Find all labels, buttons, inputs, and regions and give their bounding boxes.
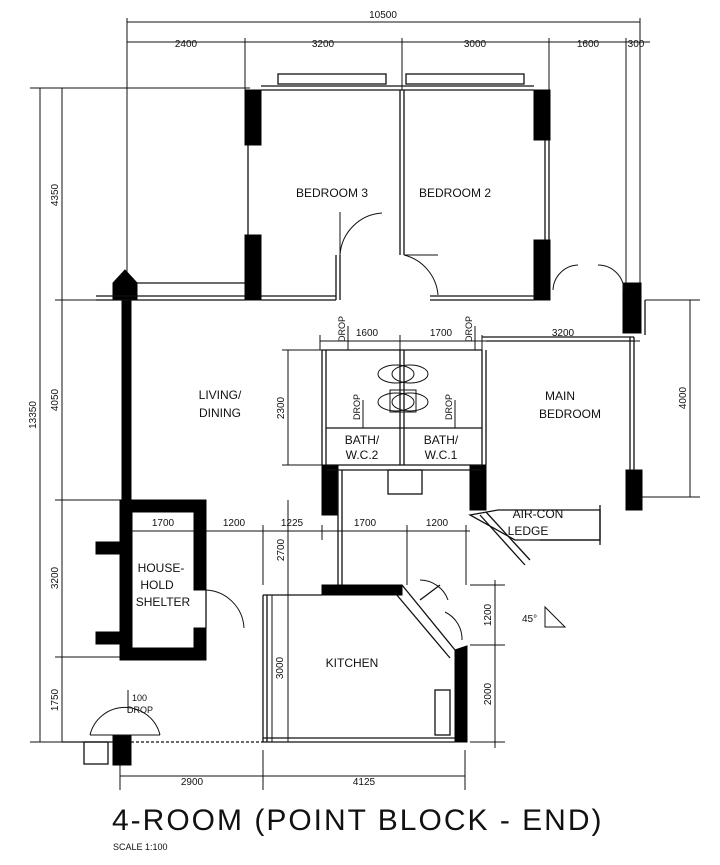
dim-mid-row-5: 1200 — [426, 518, 449, 529]
dim-mid-top-1: 1600 — [356, 328, 379, 339]
angle-label: 45° — [522, 614, 537, 625]
plan-title: 4-ROOM (POINT BLOCK - END) — [112, 804, 603, 837]
drop-label: DROP — [352, 394, 362, 420]
dim-left-4: 1750 — [50, 688, 61, 711]
dim-inner-3: 3000 — [275, 656, 286, 679]
dim-mid-row-1: 1700 — [152, 518, 175, 529]
room-shelter-line2: HOLD — [140, 578, 174, 592]
dim-top-1: 2400 — [175, 39, 198, 50]
drop-value: 100 — [132, 693, 147, 703]
dim-mid-top-2: 1700 — [430, 328, 453, 339]
dim-right-1: 4000 — [678, 386, 689, 409]
dim-left-overall: 13350 — [28, 401, 39, 429]
angle-mark — [544, 605, 567, 628]
room-bath-1-line2: W.C.1 — [425, 448, 458, 462]
dim-mid-row-2: 1200 — [223, 518, 246, 529]
room-bedroom-3: BEDROOM 3 — [296, 186, 368, 200]
dim-top-4: 1600 — [577, 39, 600, 50]
dim-mid-top-3: 3200 — [552, 328, 575, 339]
room-main-bedroom-line2: BEDROOM — [539, 407, 601, 421]
dim-bottom-1: 2900 — [181, 777, 204, 788]
dim-top-3: 3000 — [464, 39, 487, 50]
dimension-lines — [30, 18, 700, 790]
room-living-dining-line1: LIVING/ — [199, 388, 242, 402]
room-bedroom-2: BEDROOM 2 — [419, 186, 491, 200]
dim-bottom-2: 4125 — [353, 777, 376, 788]
room-aircon-ledge-line2: LEDGE — [508, 524, 549, 538]
dim-left-3: 3200 — [50, 566, 61, 589]
dim-mid-row-3: 1225 — [281, 518, 304, 529]
room-shelter-line1: HOUSE- — [138, 561, 185, 575]
drop-label: DROP — [127, 705, 153, 715]
room-main-bedroom-line1: MAIN — [545, 389, 575, 403]
drop-label: DROP — [444, 394, 454, 420]
dim-inner-1: 2300 — [276, 396, 287, 419]
room-bath-2-line1: BATH/ — [345, 433, 380, 447]
bath-fixtures — [377, 364, 429, 413]
dim-top-2: 3200 — [312, 39, 335, 50]
dim-mid-row-4: 1700 — [354, 518, 377, 529]
dim-left-1: 4350 — [50, 183, 61, 206]
room-bath-2-line2: W.C.2 — [346, 448, 379, 462]
drop-label: DROP — [337, 316, 347, 342]
dim-overall-width: 10500 — [369, 10, 397, 21]
drop-markers — [127, 326, 476, 712]
dim-left-2: 4050 — [50, 388, 61, 411]
interior-walls — [62, 73, 646, 765]
room-kitchen: KITCHEN — [326, 656, 379, 670]
room-aircon-ledge-line1: AIR-CON — [513, 507, 564, 521]
door-swings — [89, 212, 625, 736]
room-shelter-line3: SHELTER — [136, 595, 191, 609]
dim-right-2: 1200 — [483, 603, 494, 626]
room-bath-1-line1: BATH/ — [424, 433, 459, 447]
dim-inner-2: 2700 — [276, 538, 287, 561]
room-living-dining-line2: DINING — [199, 406, 241, 420]
dim-top-5: 300 — [628, 39, 645, 50]
dim-right-3: 2000 — [483, 682, 494, 705]
drop-label: DROP — [464, 316, 474, 342]
plan-scale: SCALE 1:100 — [113, 842, 168, 852]
